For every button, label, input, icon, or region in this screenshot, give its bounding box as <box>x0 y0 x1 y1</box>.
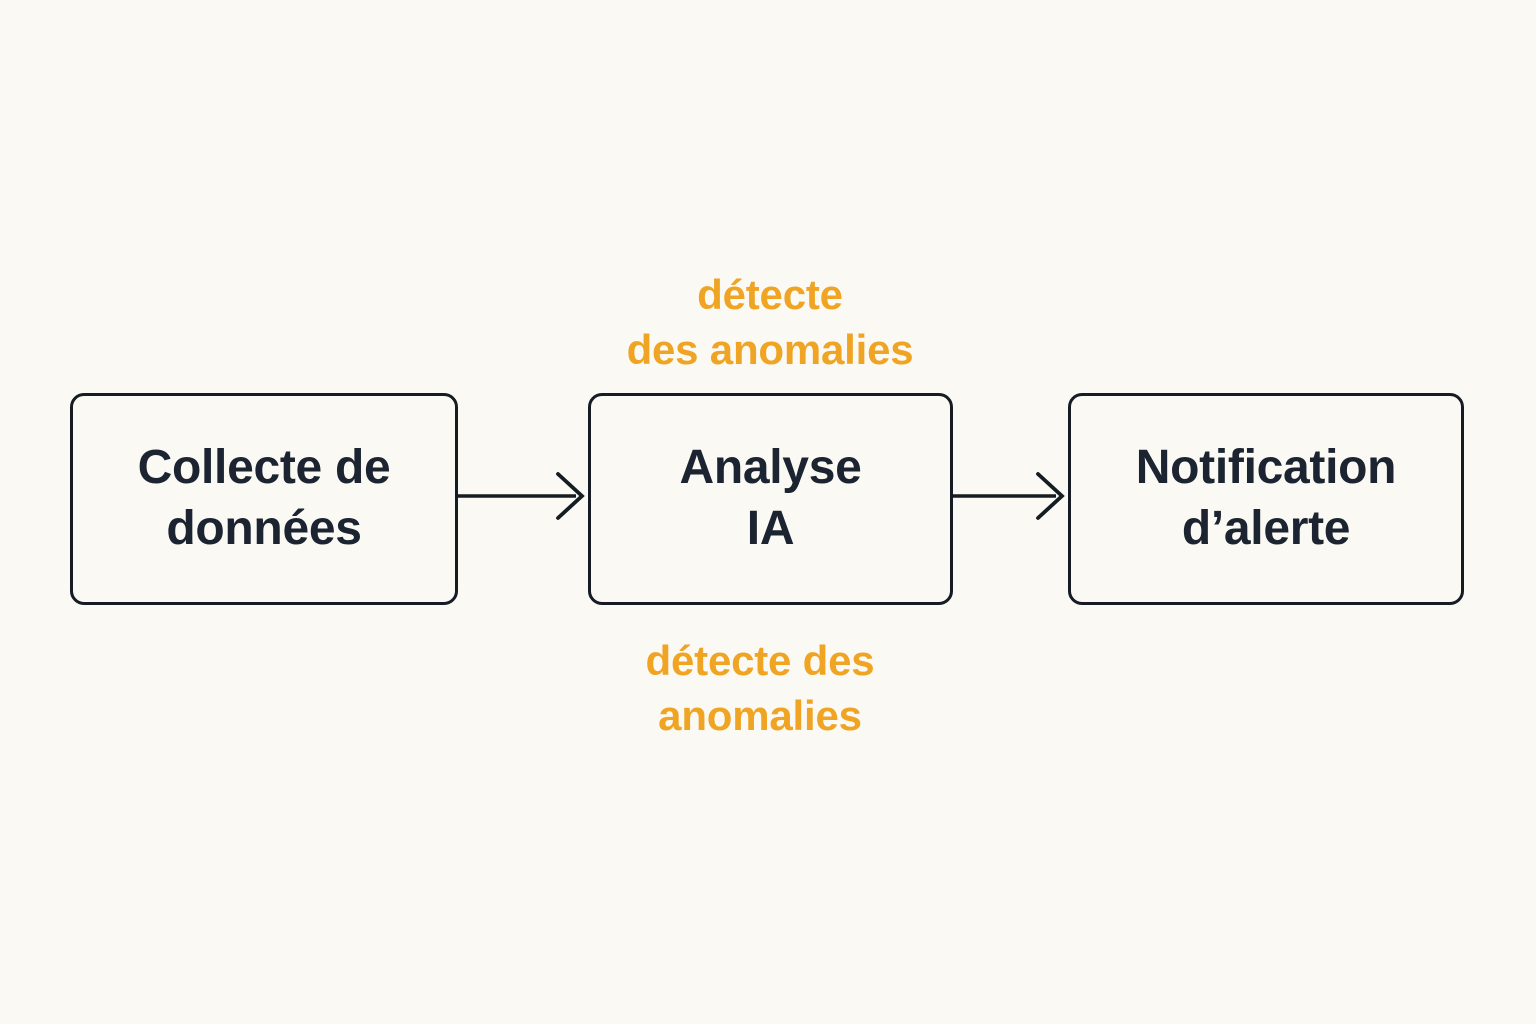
node-collecte-de-donnees[interactable]: Collecte de données <box>70 393 458 605</box>
edge-label-top: détecte des anomalies <box>470 268 1070 377</box>
node-analyse-line2: IA <box>746 502 795 555</box>
edge-label-top-line1: détecte <box>697 271 843 318</box>
node-analyse-line1: Analyse <box>679 441 862 495</box>
edge-label-bottom: détecte des anomalies <box>460 634 1060 743</box>
arrow-analyse-to-notification <box>953 472 1065 520</box>
node-notification-line1: Notification <box>1135 441 1397 495</box>
node-collecte-line1: Collecte de <box>137 441 391 495</box>
arrow-collecte-to-analyse <box>458 472 585 520</box>
node-collecte-line2: données <box>166 502 362 555</box>
node-notification-line2: d’alerte <box>1181 502 1351 555</box>
node-notification-dalerte[interactable]: Notification d’alerte <box>1068 393 1464 605</box>
node-analyse-ia[interactable]: Analyse IA <box>588 393 953 605</box>
edge-label-bottom-line2: anomalies <box>658 691 862 739</box>
edge-label-top-line2: des anomalies <box>626 325 914 373</box>
edge-label-bottom-line1: détecte des <box>645 637 875 684</box>
